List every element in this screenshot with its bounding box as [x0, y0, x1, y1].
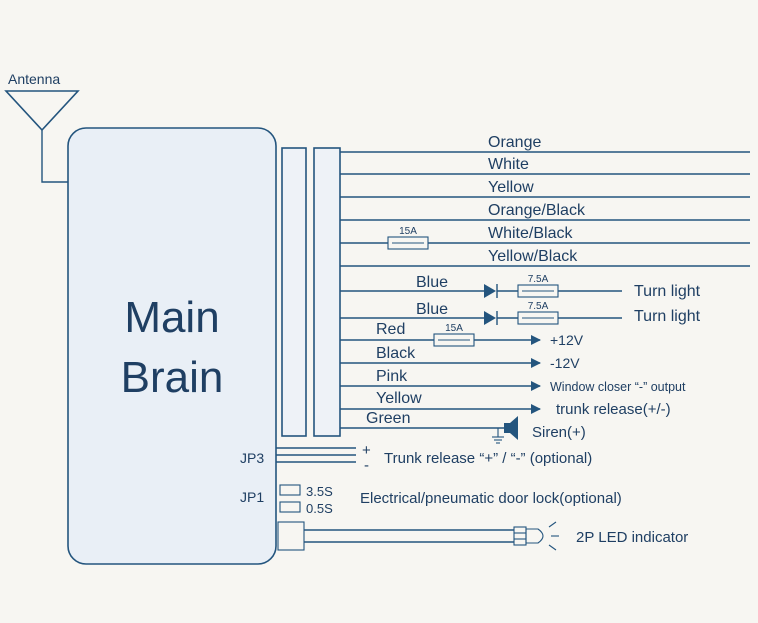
output-plus-12v: +12V	[550, 332, 584, 348]
wire-label-black: Black	[376, 345, 416, 362]
jp3-plus: +	[362, 442, 371, 459]
fuse-label-blue-1: 7.5A	[528, 274, 549, 285]
wire-label-yellow-2: Yellow	[376, 390, 422, 407]
brain-label-line1: Main	[124, 293, 219, 342]
wire-label-white-black: White/Black	[488, 225, 573, 242]
led-indicator-icon	[513, 521, 559, 551]
wire-label-orange-black: Orange/Black	[488, 202, 586, 219]
jp1-option-0-5s: 0.5S	[306, 501, 333, 516]
wire-label-blue-2: Blue	[416, 301, 448, 318]
brain-label-line2: Brain	[121, 353, 224, 402]
connector-block-right	[313, 147, 341, 437]
jp3-label: JP3	[240, 450, 264, 466]
fuse-white-black: 15A	[387, 226, 429, 250]
diode-icon	[484, 284, 496, 298]
jp1-option-3-5s: 3.5S	[306, 484, 333, 499]
jumper-0-5s	[279, 501, 301, 513]
antenna-icon	[4, 90, 80, 132]
wire-label-yellow: Yellow	[488, 179, 534, 196]
fuse-label-blue-2: 7.5A	[528, 301, 549, 312]
wire-label-red: Red	[376, 321, 405, 338]
output-trunk-release: trunk release(+/-)	[556, 401, 671, 418]
fuse-label-red: 15A	[445, 323, 463, 334]
jp1-label: JP1	[240, 489, 264, 505]
led-indicator-label: 2P LED indicator	[576, 529, 688, 546]
wire-label-white: White	[488, 156, 529, 173]
wire-label-yellow-black: Yellow/Black	[488, 248, 578, 265]
output-siren: Siren(+)	[532, 424, 586, 441]
wire-label-orange: Orange	[488, 134, 541, 151]
fuse-label-white-black: 15A	[399, 226, 417, 237]
output-turn-light-1: Turn light	[634, 283, 701, 300]
upper-wires	[340, 151, 750, 267]
antenna: Antenna	[4, 71, 80, 183]
led-connector-block	[277, 521, 305, 551]
jp3-description: Trunk release “+” / “-” (optional)	[384, 450, 592, 467]
output-window-closer: Window closer “-” output	[550, 380, 686, 394]
wire-label-green: Green	[366, 410, 410, 427]
wire-label-blue-1: Blue	[416, 274, 448, 291]
siren-icon	[492, 416, 518, 444]
jumper-3-5s	[279, 484, 301, 496]
jp3-minus: -	[364, 457, 369, 474]
output-minus-12v: -12V	[550, 355, 580, 371]
jp1-description: Electrical/pneumatic door lock(optional)	[360, 490, 622, 507]
diode-icon	[484, 311, 496, 325]
wire-label-pink: Pink	[376, 368, 408, 385]
antenna-label: Antenna	[8, 71, 60, 87]
main-brain-box	[67, 127, 277, 565]
output-turn-light-2: Turn light	[634, 308, 701, 325]
connector-block-left	[281, 147, 307, 437]
